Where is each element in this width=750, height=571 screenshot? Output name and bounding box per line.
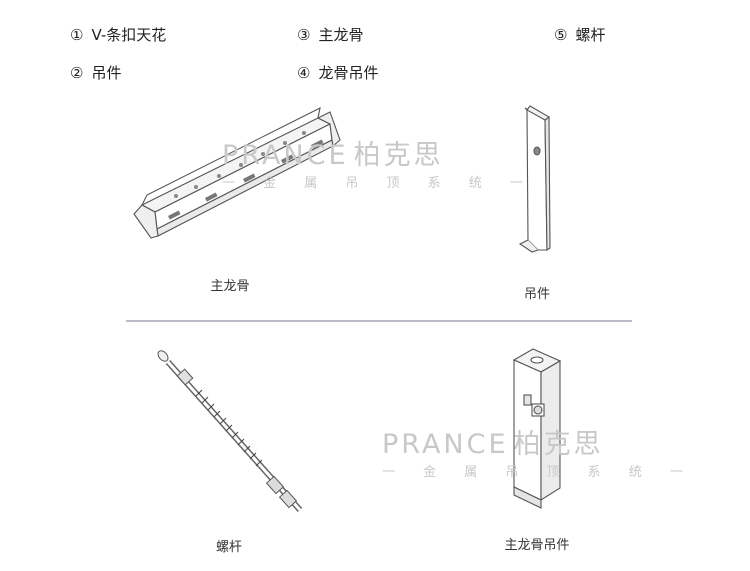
caption-keel-hanger: 主龙骨吊件 <box>504 538 570 553</box>
caption-main-keel: 主龙骨 <box>210 279 250 294</box>
watermark: PRANCE 柏克思 一 金 属 吊 顶 系 统 一 <box>382 422 695 480</box>
legend-label: 螺杆 <box>575 26 606 44</box>
caption-hanger: 吊件 <box>523 287 551 302</box>
legend-label: 龙骨吊件 <box>318 64 379 82</box>
legend-number: ④ <box>297 63 311 82</box>
watermark-subtitle: 一 金 属 吊 顶 系 统 一 <box>382 465 695 480</box>
watermark-subtitle: 一 金 属 吊 顶 系 统 一 <box>222 176 535 191</box>
legend-item-2: ② 吊件 <box>70 62 121 83</box>
legend-number: ③ <box>297 25 311 44</box>
legend-label: 吊件 <box>91 64 122 82</box>
watermark-brand-cn: 柏克思 <box>353 140 444 171</box>
watermark-brand-latin: PRANCE <box>382 429 509 460</box>
legend-item-3: ③ 主龙骨 <box>297 24 363 45</box>
watermark-brand-latin: PRANCE <box>222 140 349 171</box>
legend-number: ① <box>70 25 84 44</box>
legend-item-4: ④ 龙骨吊件 <box>297 62 378 83</box>
legend-item-1: ① V-条扣天花 <box>70 24 166 45</box>
legend-number: ⑤ <box>554 25 568 44</box>
watermark-brand-cn: 柏克思 <box>513 429 604 460</box>
legend-label: V-条扣天花 <box>91 26 167 44</box>
legend-number: ② <box>70 63 84 82</box>
caption-screw-rod: 螺杆 <box>215 540 243 555</box>
watermark: PRANCE 柏克思 一 金 属 吊 顶 系 统 一 <box>222 133 535 191</box>
section-divider <box>126 320 632 322</box>
legend-item-5: ⑤ 螺杆 <box>554 24 605 45</box>
legend-label: 主龙骨 <box>318 26 364 44</box>
